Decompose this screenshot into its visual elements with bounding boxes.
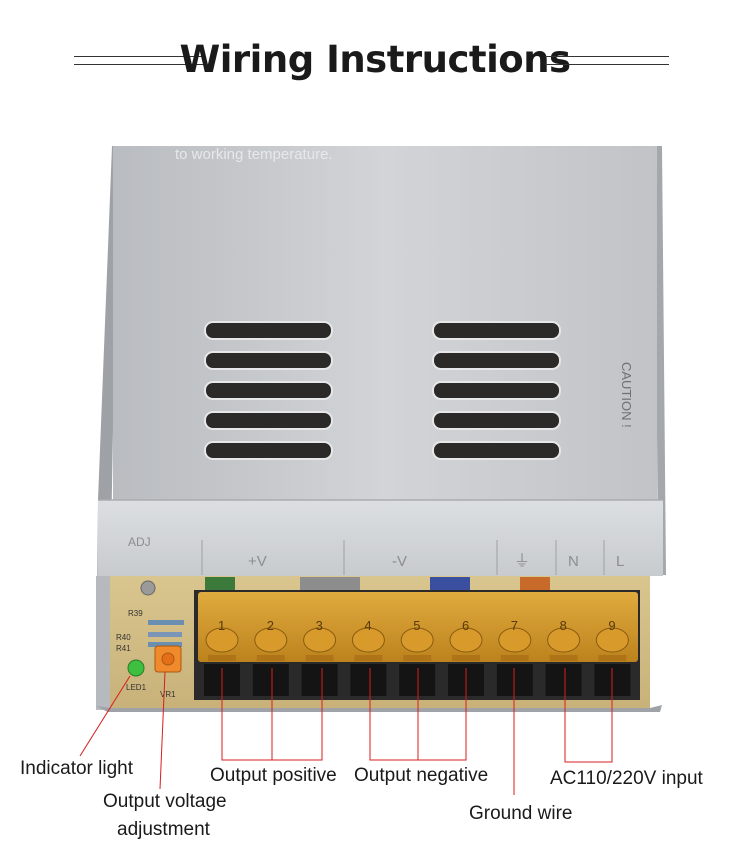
vent-slot — [204, 381, 333, 400]
vent-slots — [204, 321, 561, 460]
resistor-r41 — [148, 642, 182, 647]
terminal-tab — [256, 655, 285, 661]
terminal-number: 2 — [267, 618, 274, 633]
callout-line-ac-input — [564, 668, 613, 763]
case-front-panel — [98, 500, 663, 576]
pcb-component — [205, 577, 235, 591]
terminal-slot — [496, 664, 533, 696]
vent-slot — [204, 441, 333, 460]
callout-line-voltage-adj — [159, 671, 166, 790]
terminal-mark-ground: ⏚ — [514, 551, 530, 570]
output-negative-label: Output negative — [354, 765, 489, 786]
callout-lines — [79, 668, 613, 795]
pcb-label-led: LED1 — [126, 683, 147, 692]
terminal-tab — [500, 655, 529, 661]
terminal-number: 7 — [511, 618, 518, 633]
terminal-tab — [403, 655, 432, 661]
terminal-mark-n: N — [568, 553, 579, 570]
pcb-component — [300, 577, 360, 591]
terminal-screw-icon — [351, 627, 385, 653]
terminal-screw-icon — [547, 627, 581, 653]
terminal-screw-icon — [254, 627, 288, 653]
terminal-tab — [452, 655, 480, 661]
terminal-number: 4 — [364, 618, 371, 633]
terminal-tab — [305, 655, 334, 661]
title-rule-left — [74, 56, 206, 65]
vent-slot — [204, 411, 333, 430]
output-positive-label: Output positive — [210, 765, 337, 786]
terminal-number: 9 — [608, 618, 615, 633]
terminal-screw-icon — [595, 627, 629, 653]
terminal-mark-l: L — [616, 553, 624, 570]
vent-slot — [204, 321, 333, 340]
pcb-label-vr: VR1 — [160, 690, 176, 699]
vent-slot — [432, 381, 561, 400]
ground-wire-label: Ground wire — [469, 803, 573, 824]
terminal-number: 1 — [218, 618, 225, 633]
terminal-number: 3 — [316, 618, 323, 633]
terminal-number: 5 — [413, 618, 420, 633]
case-side-right — [655, 146, 666, 575]
title-row: Wiring Instructions — [0, 34, 750, 94]
terminal-mark-pos: +V — [248, 553, 267, 570]
vent-slot — [432, 441, 561, 460]
terminal-slot — [399, 664, 436, 696]
case-lip-left — [96, 576, 110, 710]
terminal-slot — [301, 664, 338, 696]
case-top — [113, 146, 657, 502]
resistor-r40 — [148, 632, 182, 637]
terminal-tab — [549, 655, 578, 661]
pcb-label-r39: R39 — [128, 609, 143, 618]
ac-input-label: AC110/220V input — [550, 768, 703, 789]
terminal-number: 6 — [462, 618, 469, 633]
terminal-mark-neg: -V — [392, 553, 407, 570]
pcb-label-r40: R40 — [116, 633, 131, 642]
pcb-component — [520, 577, 550, 591]
title-rule-right — [545, 56, 669, 65]
adj-mark: ADJ — [128, 535, 151, 549]
terminal-tab — [208, 655, 236, 661]
terminal-screw-icon — [498, 627, 532, 653]
resistor-r39 — [148, 620, 184, 625]
page-title: Wiring Instructions — [179, 38, 571, 81]
case-text: to working temperature. — [175, 146, 333, 163]
terminals: 1 2 3 4 5 6 7 8 9 — [204, 618, 631, 696]
terminal-screw-icon — [303, 627, 337, 653]
vent-slot — [432, 321, 561, 340]
terminal-number: 8 — [560, 618, 567, 633]
terminal-slot — [350, 664, 387, 696]
pcb-component — [430, 577, 470, 593]
terminal-screw-icon — [400, 627, 434, 653]
voltage-adj-label-2: adjustment — [117, 819, 210, 840]
terminal-slot — [252, 664, 289, 696]
callout-line-indicator — [79, 675, 131, 757]
indicator-light-label: Indicator light — [20, 758, 134, 779]
terminal-slot — [545, 664, 582, 696]
indicator-led-icon — [127, 659, 145, 677]
terminal-tab — [354, 655, 383, 661]
vent-slot — [204, 351, 333, 370]
terminal-screw-icon — [205, 627, 239, 653]
terminal-tab — [598, 655, 627, 661]
screw-icon — [140, 580, 156, 596]
side-caution-text: CAUTION ! — [619, 362, 634, 428]
vent-slot — [432, 351, 561, 370]
vent-slot — [432, 411, 561, 430]
voltage-adj-label-1: Output voltage — [103, 791, 227, 812]
terminal-screw-icon — [449, 627, 483, 653]
pcb-label-r41: R41 — [116, 644, 131, 653]
